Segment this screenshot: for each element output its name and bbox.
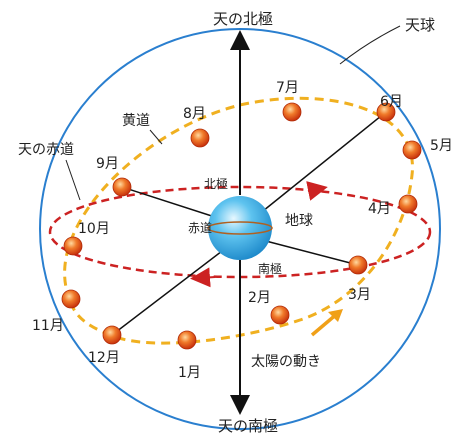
sun-marker-mar	[348, 255, 368, 275]
north-pole-label: 天の北極	[213, 10, 273, 28]
sun-marker-jun	[376, 102, 396, 122]
month-label-sep: 9月	[96, 156, 119, 172]
earth-equator-line	[207, 221, 273, 235]
ecliptic-label: 黄道	[122, 112, 150, 129]
sun-marker-oct	[63, 236, 83, 256]
sun-motion-arrowhead	[328, 309, 343, 322]
month-label-oct: 10月	[78, 221, 110, 237]
equator-arrow-front	[190, 267, 216, 288]
sun-positions	[61, 102, 422, 350]
line-earth-to-march	[261, 239, 359, 266]
month-label-jan: 1月	[178, 365, 201, 381]
month-label-jun: 6月	[380, 94, 403, 110]
sun-marker-feb	[270, 305, 290, 325]
line-earth-to-june	[257, 111, 387, 216]
month-label-nov: 11月	[32, 318, 64, 334]
sun-marker-jan	[177, 330, 197, 350]
earth-south-label: 南極	[258, 261, 282, 276]
month-label-jul: 7月	[276, 80, 299, 96]
earth-north-label: 北極	[204, 176, 228, 191]
month-label-aug: 8月	[183, 106, 206, 122]
month-label-feb: 2月	[248, 290, 271, 306]
sun-marker-aug	[190, 128, 210, 148]
month-label-may: 5月	[430, 138, 453, 154]
sun-marker-may	[402, 140, 422, 160]
earth-globe	[208, 196, 272, 260]
month-label-mar: 3月	[348, 287, 371, 303]
sun-marker-dec	[102, 325, 122, 345]
line-earth-to-december	[111, 247, 227, 336]
sun-marker-nov	[61, 289, 81, 309]
celestial-sphere-outline	[39, 28, 441, 430]
sun-marker-jul	[282, 102, 302, 122]
sun-marker-sep	[112, 177, 132, 197]
ecliptic-label-leader	[149, 129, 163, 145]
sphere-label-leader	[339, 25, 401, 65]
equator-arrow-back	[306, 181, 328, 201]
earth-equator-label: 赤道	[188, 221, 212, 235]
earth-label: 地球	[285, 213, 313, 229]
celestial-equator-label-leader	[65, 159, 81, 201]
line-earth-to-september	[121, 186, 219, 219]
south-pole-label: 天の南極	[218, 417, 278, 435]
celestial-equator-label: 天の赤道	[18, 142, 74, 158]
month-label-dec: 12月	[88, 350, 120, 366]
sun-marker-apr	[398, 194, 418, 214]
celestial-sphere-label: 天球	[405, 16, 435, 34]
sun-motion-label: 太陽の動き	[251, 354, 321, 370]
month-label-apr: 4月	[368, 201, 391, 217]
